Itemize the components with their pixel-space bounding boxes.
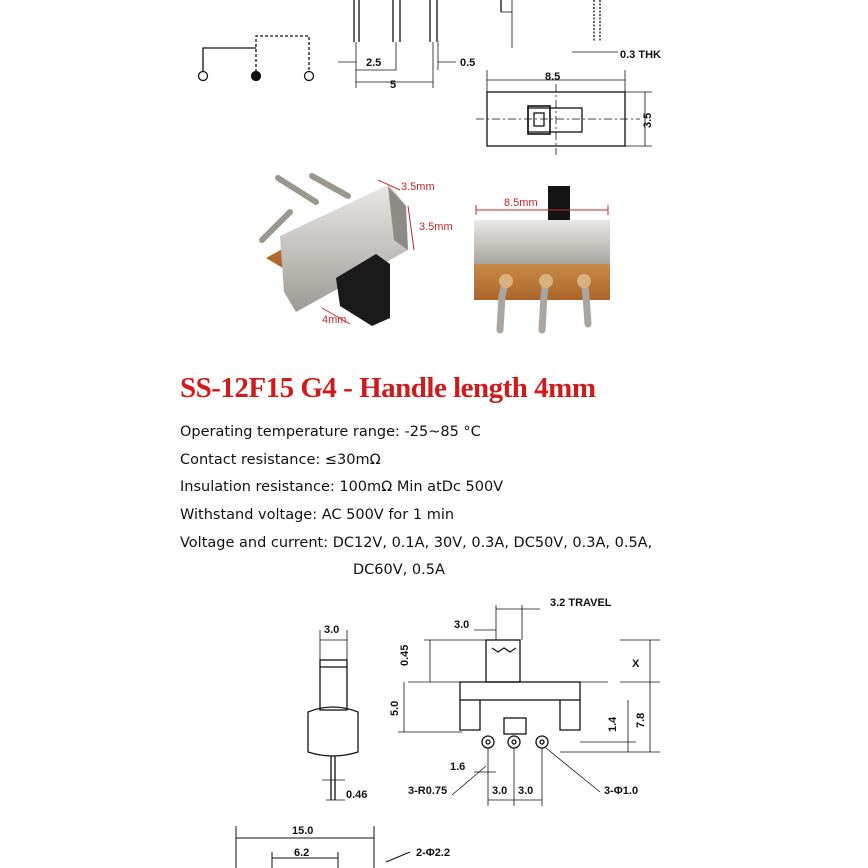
product-photo-left: 3.5mm 3.5mm 4mm 8.5mm bbox=[259, 173, 610, 334]
dim-phi22: 2-Φ2.2 bbox=[416, 847, 450, 859]
product-title: SS-12F15 G4 - Handle length 4mm bbox=[180, 372, 596, 404]
dim-14: 1.4 bbox=[607, 716, 619, 732]
switch-schematic bbox=[197, 35, 315, 82]
dim-pin-width: 0.5 bbox=[460, 57, 475, 69]
body-top-view bbox=[476, 70, 652, 155]
dim-pitch-30a: 3.0 bbox=[492, 785, 507, 797]
left-housing bbox=[280, 184, 408, 312]
dim-travel: 3.2 TRAVEL bbox=[550, 597, 612, 609]
front-view bbox=[307, 630, 359, 801]
dim-50: 5.0 bbox=[389, 701, 401, 716]
left-pins bbox=[259, 173, 351, 243]
dim-045: 0.45 bbox=[399, 645, 411, 666]
spec-insulation-resistance: Insulation resistance: 100mΩ Min atDc 50… bbox=[180, 479, 504, 496]
dim-pitch-30b: 3.0 bbox=[518, 785, 533, 797]
dim-pin-046: 0.46 bbox=[346, 789, 367, 801]
dim-16: 1.6 bbox=[450, 761, 465, 773]
top-technical-drawing: 2.5 5 0.5 0.3 THK 8.5 3.5 bbox=[197, 0, 661, 155]
photo-right-length-dim: 8.5mm bbox=[504, 197, 538, 209]
dim-62: 6.2 bbox=[294, 847, 309, 859]
dim-x: X bbox=[632, 658, 640, 670]
dim-78: 7.8 bbox=[635, 713, 647, 728]
dim-r075: 3-R0.75 bbox=[408, 785, 447, 797]
dim-thickness: 0.3 THK bbox=[620, 49, 661, 61]
left-handle bbox=[336, 254, 390, 326]
photo-left-handle-dim: 4mm bbox=[322, 314, 346, 326]
spec-voltage-current: Voltage and current: DC12V, 0.1A, 30V, 0… bbox=[180, 534, 653, 551]
dim-handle-width-side: 3.0 bbox=[454, 619, 469, 631]
dim-pitch: 2.5 bbox=[366, 57, 381, 69]
spec-contact-resistance: Contact resistance: ≤30mΩ bbox=[180, 451, 381, 468]
photo-left-top-dim: 3.5mm bbox=[401, 181, 435, 193]
spec-voltage-current-cont: DC60V, 0.5A bbox=[353, 562, 445, 579]
pins-side-view bbox=[338, 0, 618, 88]
dim-span: 5 bbox=[390, 79, 396, 91]
dim-handle-width: 3.0 bbox=[324, 624, 339, 636]
photo-left-side-dim: 3.5mm bbox=[419, 221, 453, 233]
dim-150: 15.0 bbox=[292, 825, 313, 837]
spec-withstand-voltage: Withstand voltage: AC 500V for 1 min bbox=[180, 507, 455, 524]
dim-phi10: 3-Φ1.0 bbox=[604, 785, 638, 797]
spec-list: Operating temperature range: -25~85 °C C… bbox=[180, 419, 652, 585]
spec-operating-temperature: Operating temperature range: -25~85 °C bbox=[180, 424, 481, 440]
bottom-view bbox=[235, 826, 411, 868]
dim-body-length: 8.5 bbox=[545, 71, 560, 83]
dim-body-height: 3.5 bbox=[642, 113, 654, 128]
bottom-technical-drawing: 3.0 0.46 3.2 TRAVEL 3.0 0.45 X bbox=[235, 597, 660, 868]
product-photo-right: 8.5mm bbox=[474, 186, 610, 334]
side-view bbox=[398, 605, 660, 806]
